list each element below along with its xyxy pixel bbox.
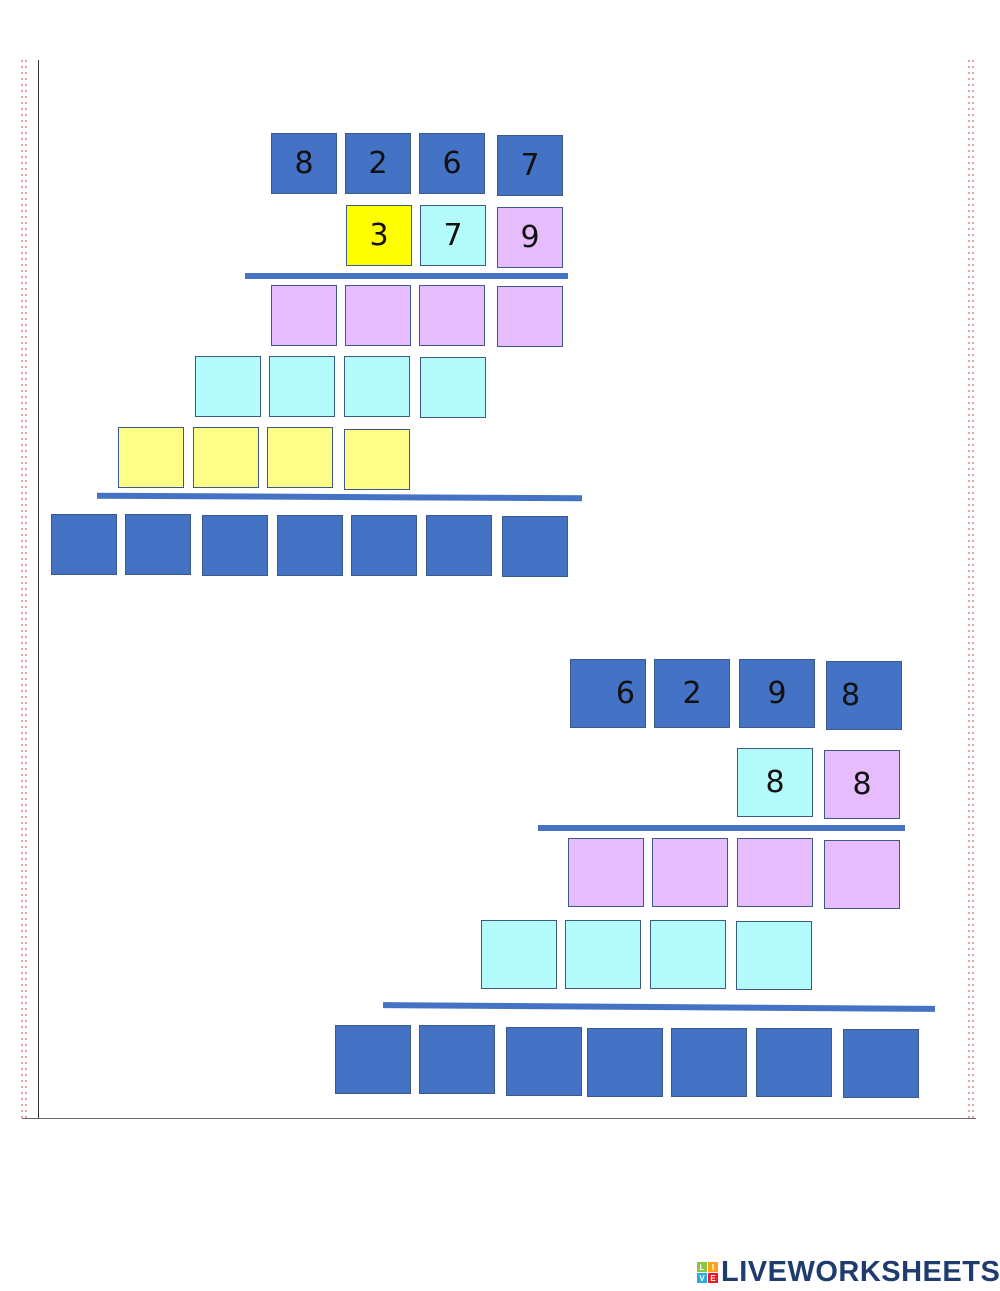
p1-top-digit: 7 [497,135,563,196]
digit: 8 [852,767,872,802]
p2-partial-answer-box[interactable] [481,920,557,989]
p1-partial-answer-box[interactable] [195,356,261,417]
p1-sum-line [96,492,583,502]
p2-bottom-digit: 8 [737,748,813,817]
p2-top-digit: 8 [826,661,902,730]
left-border-line [38,60,39,1118]
p1-result-box[interactable] [351,515,417,576]
p1-partial-answer-box[interactable] [344,356,410,417]
p2-partial-answer-box[interactable] [568,838,644,907]
p1-top-digit: 8 [271,133,337,194]
digit: 6 [442,146,462,181]
p2-partial-answer-box[interactable] [736,921,812,990]
p1-partial-answer-box[interactable] [269,356,335,417]
digit: 9 [520,220,540,255]
logo-icon: L I V E [697,1262,718,1283]
logo-text: LIVEWORKSHEETS [721,1256,1000,1288]
p1-bottom-digit: 9 [497,207,563,268]
p1-result-box[interactable] [502,516,568,577]
p1-partial-answer-box[interactable] [419,285,485,346]
p2-result-box[interactable] [335,1025,411,1094]
p1-partial-answer-box[interactable] [267,427,333,488]
digit: 8 [841,678,861,713]
p1-top-digit: 2 [345,133,411,194]
logo-letter: E [708,1273,718,1283]
p1-top-digit: 6 [419,133,485,194]
logo-letter: I [708,1262,718,1272]
p2-result-box[interactable] [671,1028,747,1097]
p1-multiply-line [245,273,568,279]
p1-result-box[interactable] [202,515,268,576]
p1-partial-answer-box[interactable] [497,286,563,347]
left-margin-decoration [20,58,28,1118]
p2-top-digit: 6 [570,659,646,728]
p2-partial-answer-box[interactable] [824,840,900,909]
p2-result-box[interactable] [587,1028,663,1097]
p2-result-box[interactable] [419,1025,495,1094]
digit: 9 [767,676,787,711]
logo-letter: L [697,1262,707,1272]
bottom-border-line [22,1118,976,1119]
p1-result-box[interactable] [51,514,117,575]
digit: 6 [615,676,635,711]
p1-partial-answer-box[interactable] [345,285,411,346]
p1-result-box[interactable] [277,515,343,576]
p2-partial-answer-box[interactable] [565,920,641,989]
p2-partial-answer-box[interactable] [652,838,728,907]
digit: 7 [520,148,540,183]
p1-partial-answer-box[interactable] [420,357,486,418]
p2-sum-line [382,1002,936,1012]
p2-partial-answer-box[interactable] [650,920,726,989]
p1-result-box[interactable] [125,514,191,575]
p1-partial-answer-box[interactable] [344,429,410,490]
p2-top-digit: 9 [739,659,815,728]
p2-result-box[interactable] [756,1028,832,1097]
p2-top-digit: 2 [654,659,730,728]
p2-multiply-line [538,825,905,831]
p1-partial-answer-box[interactable] [193,427,259,488]
digit: 7 [443,218,463,253]
p1-partial-answer-box[interactable] [271,285,337,346]
p1-partial-answer-box[interactable] [118,427,184,488]
p1-result-box[interactable] [426,515,492,576]
p2-partial-answer-box[interactable] [737,838,813,907]
p2-result-box[interactable] [506,1027,582,1096]
digit: 8 [765,765,785,800]
p2-bottom-digit: 8 [824,750,900,819]
p1-bottom-digit: 3 [346,205,412,266]
digit: 8 [294,146,314,181]
p1-bottom-digit: 7 [420,205,486,266]
liveworksheets-logo: L I V E LIVEWORKSHEETS [697,1256,1000,1289]
logo-letter: V [697,1273,707,1283]
right-margin-decoration [967,58,975,1118]
digit: 3 [369,218,389,253]
digit: 2 [368,146,388,181]
digit: 2 [682,676,702,711]
p2-result-box[interactable] [843,1029,919,1098]
